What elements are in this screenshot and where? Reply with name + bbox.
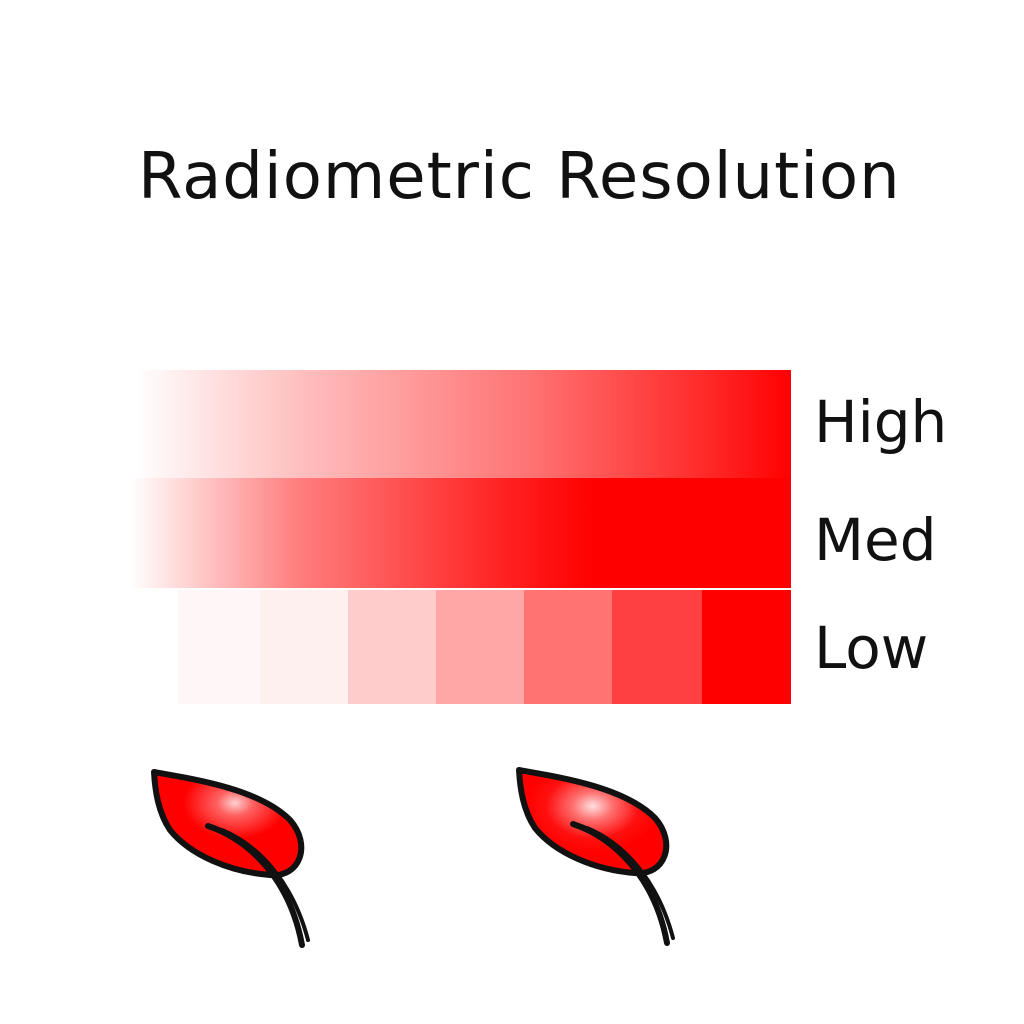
label-high: High: [814, 388, 948, 456]
leaf-icon: [151, 769, 310, 948]
low-step-5: [524, 590, 612, 704]
leaf-icon: [516, 767, 675, 946]
low-step-2: [260, 590, 348, 704]
low-step-4: [436, 590, 524, 704]
medium-resolution-gradient-bar: [130, 478, 791, 588]
low-step-1: [178, 590, 260, 704]
low-step-6: [612, 590, 702, 704]
label-med: Med: [814, 506, 937, 574]
low-step-7: [702, 590, 791, 704]
label-low: Low: [814, 614, 929, 682]
low-step-3: [348, 590, 436, 704]
diagram-title: Radiometric Resolution: [138, 140, 901, 214]
low-resolution-stepped-bar: [178, 590, 791, 704]
high-resolution-gradient-bar: [135, 370, 791, 478]
